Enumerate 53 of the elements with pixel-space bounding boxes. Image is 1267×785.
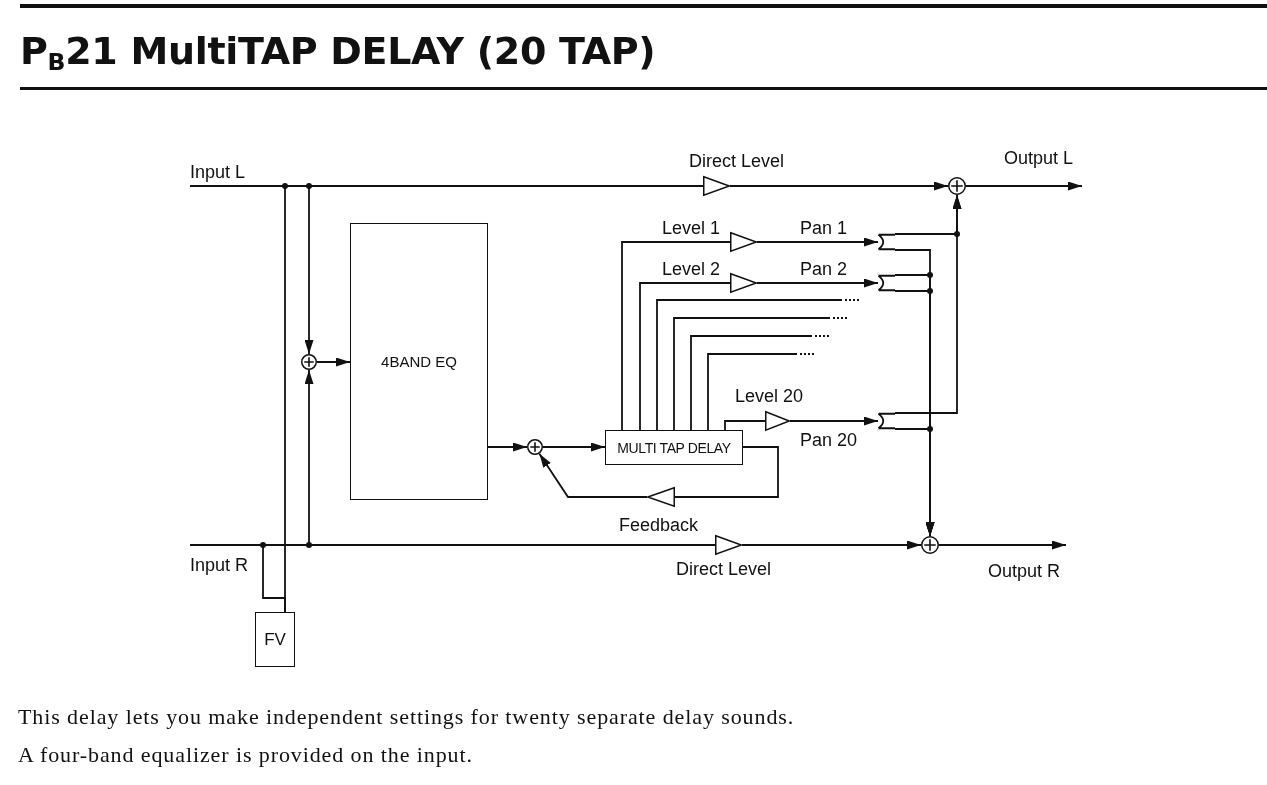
signal-line <box>189 544 286 613</box>
arrow <box>487 442 528 452</box>
eq-block: 4BAND EQ <box>350 223 488 500</box>
pan-label: Pan 1 <box>800 218 848 238</box>
summing-junction <box>921 536 939 554</box>
level-label: Feedback <box>619 515 699 535</box>
level-label: Level 1 <box>662 218 721 238</box>
summing-junction <box>527 439 543 455</box>
summing-junction <box>948 177 966 195</box>
pan-label: Pan 2 <box>800 259 848 279</box>
description-text: A four-band equalizer is provided on the input. <box>18 742 473 768</box>
description-text: This delay lets you make independent settings for twenty separate delay sounds. <box>18 704 795 730</box>
pan-label: Pan 20 <box>800 430 858 450</box>
pan-bracket <box>878 275 895 291</box>
amplifier-triangle <box>730 232 757 252</box>
arrow <box>542 442 606 452</box>
arrow <box>756 278 879 288</box>
arrow <box>965 181 1083 191</box>
signal-line <box>724 420 766 431</box>
signal-line <box>707 353 798 431</box>
amplifier-triangle <box>647 487 675 507</box>
signal-line <box>621 241 731 431</box>
fv-block: FV <box>255 612 295 667</box>
arrow <box>538 452 648 498</box>
arrow <box>756 237 879 247</box>
pan-bracket <box>878 413 895 429</box>
signal-line <box>639 282 731 431</box>
page-title: P$_{B}$21 MultiTAP DELAY (20 TAP) <box>20 28 656 74</box>
signal-line <box>656 299 843 431</box>
delay-block: MULTI TAP DELAY <box>605 430 743 465</box>
summing-junction <box>301 354 317 370</box>
amplifier-triangle <box>715 535 742 555</box>
input-label: Input R <box>190 545 252 575</box>
arrow <box>894 194 962 414</box>
level-label: Level 20 <box>735 386 804 406</box>
amplifier-triangle <box>730 273 757 293</box>
amplifier-triangle <box>765 411 790 431</box>
arrow <box>729 181 949 191</box>
arrow <box>938 540 1067 550</box>
arrow <box>789 416 879 426</box>
output-label: Output L <box>1004 148 1082 186</box>
signal-line <box>674 446 779 498</box>
input-label: Input L <box>190 162 252 186</box>
signal-line <box>673 317 831 431</box>
signal-line <box>690 335 813 431</box>
level-label: Direct Level <box>689 151 785 171</box>
pan-bracket <box>878 234 895 250</box>
level-label: Level 2 <box>662 259 721 279</box>
output-label: Output R <box>988 545 1066 581</box>
amplifier-triangle <box>703 176 730 196</box>
arrow <box>316 357 351 367</box>
level-label: Direct Level <box>676 559 772 579</box>
arrow <box>741 540 922 550</box>
